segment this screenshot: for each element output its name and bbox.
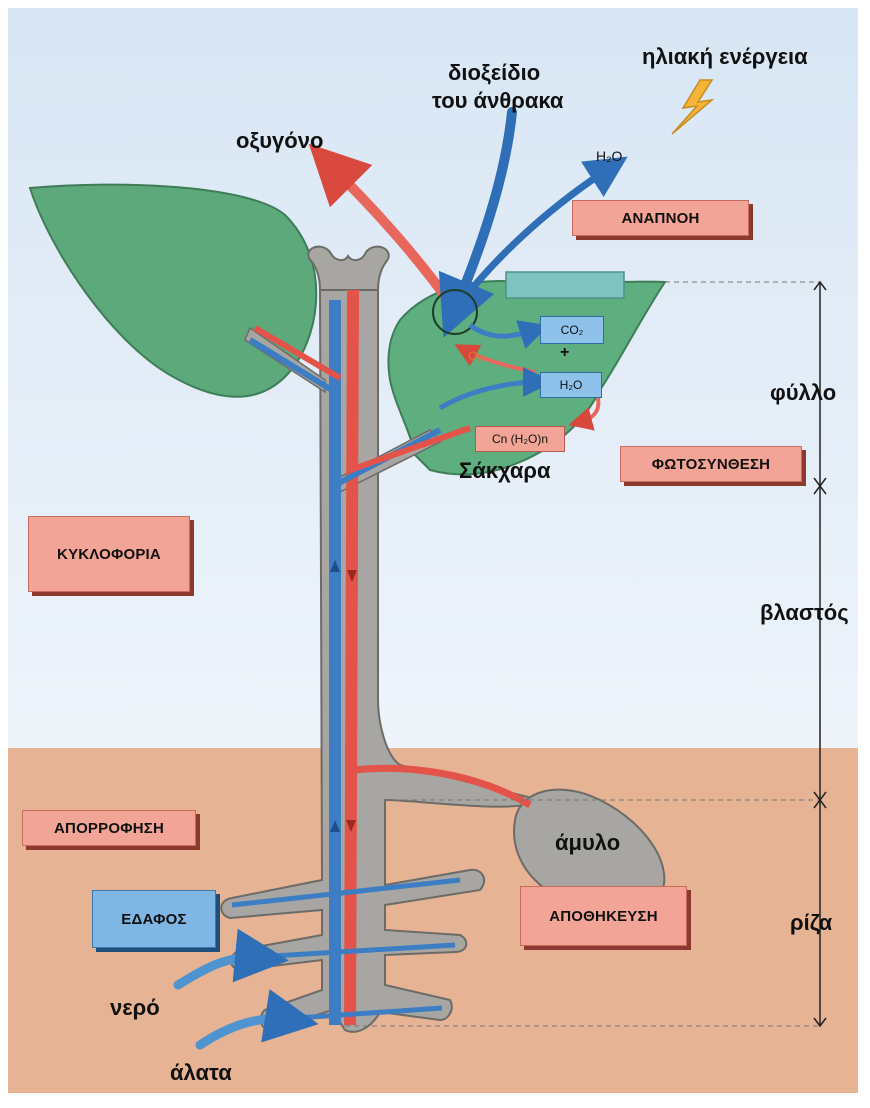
h2o-formula-box: H₂O (540, 372, 602, 398)
root-label: ρίζα (790, 910, 832, 935)
absorption-box: ΑΠΟΡΡΟΦΗΣΗ (22, 810, 196, 846)
storage-box: ΑΠΟΘΗΚΕΥΣΗ (520, 886, 687, 946)
leaf-label: φύλλο (770, 380, 836, 405)
plus-sign: + (560, 344, 569, 362)
respiration-box: ΑΝΑΠΝΟΗ (572, 200, 749, 236)
water-label: νερό (110, 995, 160, 1020)
chlorophyll-box (506, 272, 624, 298)
h2o-top-label: H₂O (596, 148, 622, 164)
o2-small-label: O₂ (468, 350, 482, 364)
starch-label: άμυλο (555, 830, 620, 855)
sugars-label: Σάκχαρα (459, 458, 551, 483)
soil-box: ΕΔΑΦΟΣ (92, 890, 216, 948)
circulation-box: ΚΥΚΛΟΦΟΡΙΑ (28, 516, 190, 592)
co2-label-line1: διοξείδιο (448, 60, 540, 85)
stem-label: βλαστός (760, 600, 849, 625)
co2-formula-box: CO₂ (540, 316, 604, 344)
phloem-main (350, 290, 353, 1025)
salts-label: άλατα (170, 1060, 232, 1085)
sugar-formula-box: Cn (H₂O)n (475, 426, 565, 452)
oxygen-label: οξυγόνο (236, 128, 323, 153)
photosynthesis-box: ΦΩΤΟΣΥΝΘΕΣΗ (620, 446, 802, 482)
solar-energy-label: ηλιακή ενέργεια (642, 44, 808, 69)
co2-label-line2: του άνθρακα (432, 88, 563, 113)
